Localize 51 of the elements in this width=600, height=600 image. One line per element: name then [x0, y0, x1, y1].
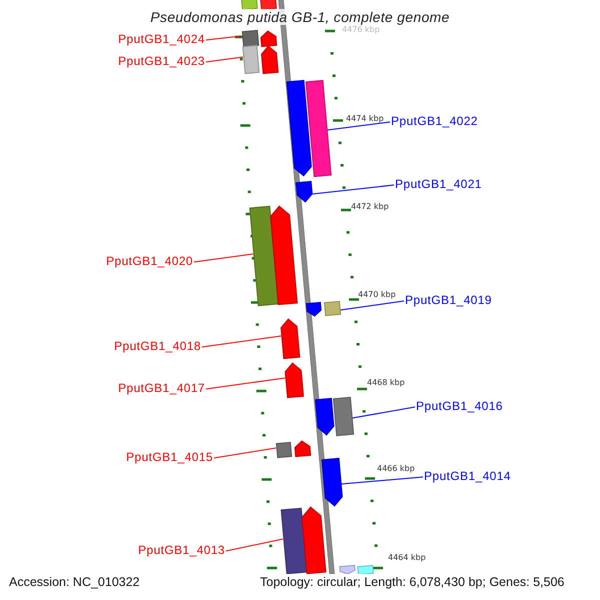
gene-label: PputGB1_4013: [138, 543, 225, 557]
leader-line: [340, 300, 404, 310]
leader-line: [194, 254, 254, 262]
gene-label: PputGB1_4020: [106, 254, 193, 268]
leader-line: [341, 476, 424, 484]
gene-label: PputGB1_4014: [424, 469, 511, 483]
scale-label: 4474 kbp: [346, 113, 384, 125]
gene-feature: [321, 458, 343, 506]
scale-label: 4472 kbp: [351, 201, 389, 213]
leader-line: [352, 406, 416, 418]
gene-bar: [276, 442, 292, 458]
gene-feature: [260, 30, 276, 46]
leader-line: [206, 36, 242, 40]
gene-label: PputGB1_4021: [395, 177, 482, 191]
gene-feature: [294, 440, 310, 456]
gene-feature: [284, 362, 304, 398]
leader-line: [206, 56, 244, 62]
scale-label: 4466 kbp: [377, 463, 415, 475]
gene-bar: [305, 80, 331, 176]
gene-bar: [281, 508, 307, 574]
scale-label: 4476 kbp: [342, 25, 380, 36]
leader-line: [206, 378, 286, 390]
gene-bar: [242, 44, 260, 74]
gene-feature: [280, 318, 300, 358]
scale-label: 4468 kbp: [367, 377, 405, 389]
gene-feature: [286, 80, 312, 176]
leader-line: [226, 538, 284, 552]
gene-bar: [324, 300, 340, 316]
gene-label: PputGB1_4023: [118, 54, 205, 68]
accession-text: Accession: NC_010322: [9, 576, 140, 589]
gene-bar: [332, 396, 354, 436]
leader-line: [214, 448, 276, 458]
gene-label: PputGB1_4022: [391, 114, 478, 128]
leader-line: [202, 336, 282, 348]
gene-label: PputGB1_4018: [114, 339, 201, 353]
gene-feature: [306, 302, 322, 316]
gene-label: PputGB1_4019: [405, 293, 492, 307]
gene-label: PputGB1_4024: [118, 32, 205, 46]
leader-line: [327, 122, 390, 130]
scale-label: 4464 kbp: [388, 552, 426, 564]
gene-feature: [269, 205, 297, 305]
gene-label: PputGB1_4017: [118, 381, 205, 395]
genome-info-text: Topology: circular; Length: 6,078,430 bp; Genes: 5,506: [260, 576, 564, 589]
gene-label: PputGB1_4015: [126, 450, 213, 464]
scale-label: 4470 kbp: [358, 289, 396, 301]
gene-feature: [296, 181, 312, 203]
gene-feature: [300, 506, 326, 574]
leader-line: [312, 184, 394, 194]
gene-bar: [242, 30, 258, 46]
gene-feature: [315, 398, 335, 436]
gene-label: PputGB1_4016: [416, 399, 503, 413]
